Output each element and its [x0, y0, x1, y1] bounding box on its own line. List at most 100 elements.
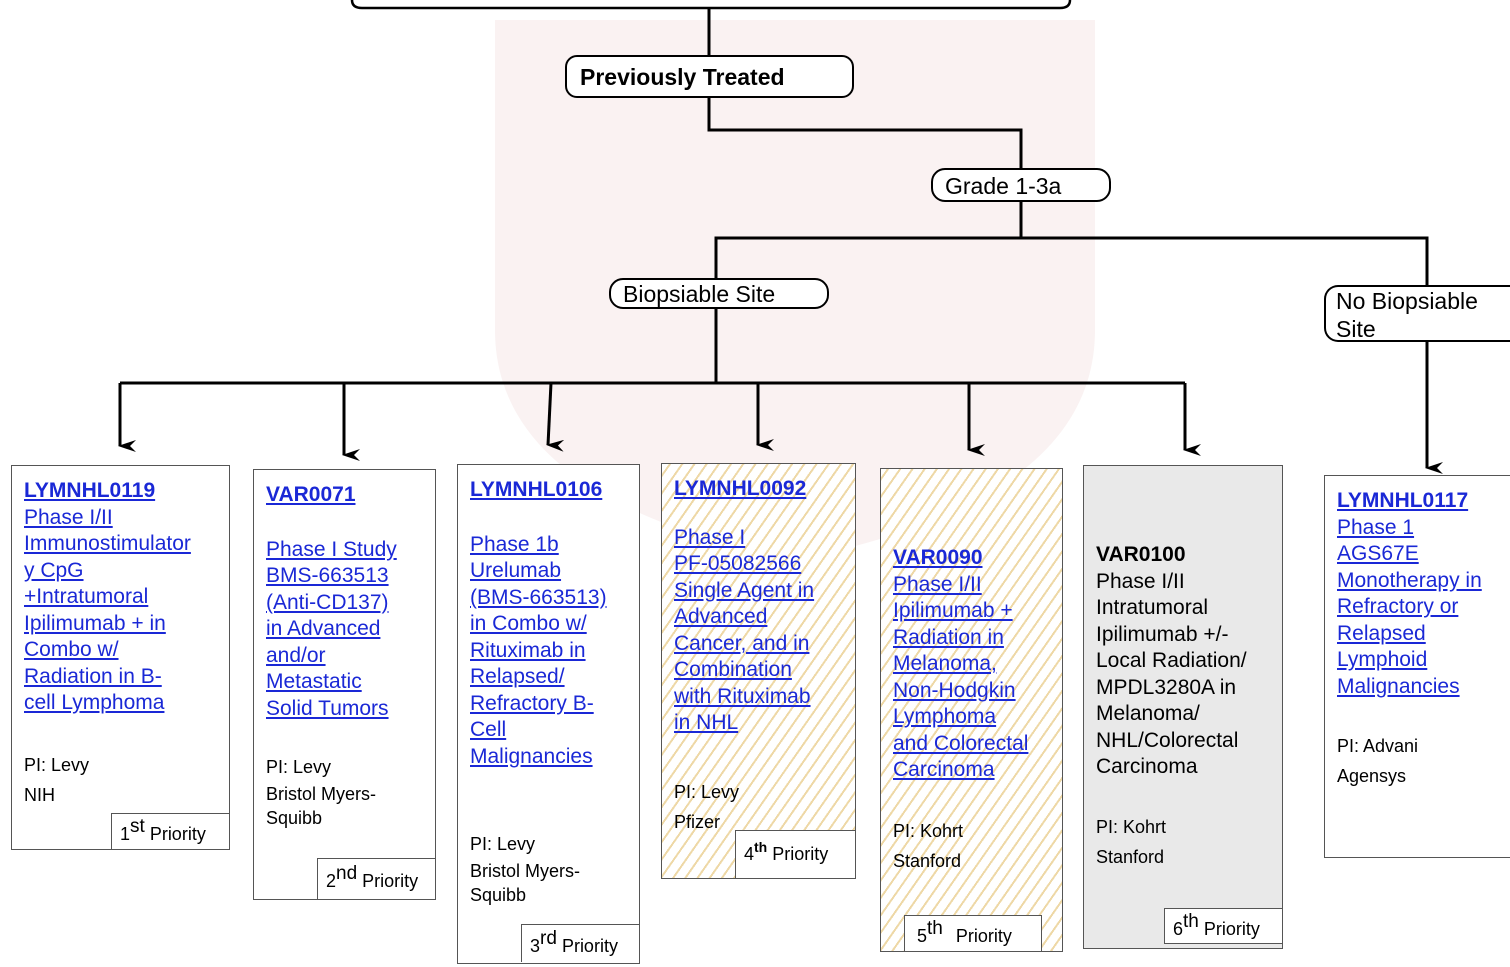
title-line: Urelumab: [470, 559, 562, 582]
trial-id-link[interactable]: LYMNHL0106: [470, 478, 603, 501]
title-line: Phase 1: [1337, 515, 1415, 539]
pi-name: PI: Levy: [674, 782, 740, 802]
sponsor: Pfizer: [674, 812, 721, 832]
pi-block: PI: Levy Bristol Myers- Squibb: [470, 829, 580, 907]
trial-title-link[interactable]: Phase 1b Urelumab (BMS-663513) in Combo …: [470, 532, 639, 771]
trial-id-link[interactable]: LYMNHL0092: [674, 477, 807, 500]
pi-name: PI: Levy: [24, 755, 90, 775]
pi-name: PI: Kohrt: [1096, 817, 1167, 837]
title-line: Combination: [674, 658, 792, 681]
priority-badge: 6th Priority: [1164, 908, 1282, 944]
priority-number: 5: [917, 926, 928, 946]
title-line: Combo w/: [24, 638, 119, 661]
pi-name: PI: Kohrt: [893, 821, 964, 841]
trial-title: Phase I/II Intratumoral Ipilimumab +/- L…: [1096, 569, 1282, 781]
trial-card-var0090: VAR0090 Phase I/II Ipilimumab + Radiatio…: [880, 468, 1063, 952]
no-biopsiable-site-node: No Biopsiable Site: [1324, 285, 1510, 342]
title-line: Local Radiation/: [1096, 649, 1247, 672]
title-line: Monotherapy in: [1337, 568, 1482, 592]
title-line: Ipilimumab +/-: [1096, 622, 1229, 646]
title-line: Solid Tumors: [266, 696, 389, 720]
title-line: (Anti-CD137): [266, 590, 389, 614]
trial-title-link[interactable]: Phase I PF-05082566 Single Agent in Adva…: [674, 525, 855, 737]
grade-node: Grade 1-3a: [931, 168, 1111, 202]
priority-suffix: rd: [540, 928, 557, 949]
priority-number: 3: [530, 936, 541, 956]
trial-card-lymnhl0106: LYMNHL0106 Phase 1b Urelumab (BMS-663513…: [457, 464, 640, 964]
priority-word: Priority: [772, 844, 829, 864]
title-line: and/or: [266, 643, 326, 667]
trial-card-lymnhl0117: LYMNHL0117 Phase 1 AGS67E Monotherapy in…: [1324, 475, 1510, 858]
pi-block: PI: Levy NIH: [24, 750, 89, 810]
priority-word: Priority: [955, 926, 1012, 946]
sponsor: Stanford: [893, 851, 962, 871]
trial-id: VAR0100: [1096, 543, 1186, 566]
trial-id-link[interactable]: VAR0090: [893, 546, 983, 569]
title-line: Relapsed/: [470, 665, 565, 688]
title-line: MPDL3280A in: [1096, 675, 1237, 699]
pi-block: PI: Kohrt Stanford: [1096, 812, 1166, 872]
sponsor: Bristol Myers-: [470, 861, 581, 881]
priority-number: 2: [326, 871, 337, 891]
title-line: Phase I/II: [893, 572, 982, 596]
trial-card-var0100: VAR0100 Phase I/II Intratumoral Ipilimum…: [1083, 465, 1283, 949]
trial-id-link[interactable]: VAR0071: [266, 483, 356, 506]
title-line: (BMS-663513): [470, 585, 607, 609]
priority-badge: 3rd Priority: [521, 924, 639, 962]
title-line: y CpG: [24, 558, 84, 582]
title-line: Cancer, and in: [674, 631, 810, 655]
priority-badge: 2nd Priority: [317, 858, 435, 899]
title-line: Relapsed: [1337, 621, 1426, 645]
pi-block: PI: Kohrt Stanford: [893, 816, 963, 876]
sponsor: Squibb: [266, 808, 323, 828]
priority-word: Priority: [149, 824, 206, 844]
priority-word: Priority: [561, 936, 618, 956]
trial-title-link[interactable]: Phase 1 AGS67E Monotherapy in Refractory…: [1337, 515, 1510, 701]
priority-word: Priority: [362, 871, 419, 891]
priority-word: Priority: [1203, 919, 1260, 939]
trial-id-link[interactable]: LYMNHL0119: [24, 479, 156, 502]
sponsor: Squibb: [470, 885, 527, 905]
title-line: Single Agent in: [674, 578, 815, 602]
title-line: Ipilimumab + in: [24, 611, 166, 635]
trial-card-lymnhl0092: LYMNHL0092 Phase I PF-05082566 Single Ag…: [661, 463, 856, 879]
previously-treated-node: Previously Treated: [565, 55, 854, 98]
trial-id-link[interactable]: LYMNHL0117: [1337, 489, 1469, 512]
title-line: cell Lymphoma: [24, 691, 165, 714]
biopsiable-site-node: Biopsiable Site: [609, 278, 829, 309]
title-line: Carcinoma: [893, 758, 995, 781]
title-line: Cell: [470, 718, 507, 741]
title-line: Malignancies: [1337, 674, 1460, 698]
title-line: in NHL: [674, 711, 739, 734]
pi-block: PI: Levy Pfizer: [674, 777, 739, 837]
title-line: Phase I/II: [24, 505, 113, 529]
priority-number: 1: [120, 824, 131, 844]
title-line: Carcinoma: [1096, 755, 1198, 778]
title-line: Phase I/II: [1096, 569, 1185, 593]
priority-number: 6: [1173, 919, 1184, 939]
trial-title-link[interactable]: Phase I/II Immunostimulator y CpG +Intra…: [24, 505, 229, 717]
priority-badge: 5th Priority: [904, 915, 1042, 951]
title-line: Ipilimumab +: [893, 599, 1013, 622]
priority-number: 4: [744, 844, 755, 864]
title-line: Melanoma,: [893, 652, 997, 675]
sponsor: Stanford: [1096, 847, 1165, 867]
trial-title-link[interactable]: Phase I Study BMS-663513 (Anti-CD137) in…: [266, 537, 435, 723]
no-biopsiable-label-line1: No Biopsiable: [1336, 288, 1478, 314]
priority-badge: 1st Priority: [111, 813, 229, 849]
title-line: Radiation in B-: [24, 664, 162, 688]
priority-suffix: nd: [336, 863, 358, 884]
trial-title-link[interactable]: Phase I/II Ipilimumab + Radiation in Mel…: [893, 572, 1062, 784]
sponsor: NIH: [24, 785, 55, 805]
title-line: +Intratumoral: [24, 585, 149, 608]
biopsiable-site-label: Biopsiable Site: [623, 281, 776, 307]
pi-name: PI: Levy: [470, 834, 536, 854]
title-line: Phase I Study: [266, 537, 397, 561]
title-line: Melanoma/: [1096, 702, 1200, 725]
pi-block: PI: Levy Bristol Myers- Squibb: [266, 752, 376, 830]
title-line: Lymphoid: [1337, 648, 1428, 671]
title-line: NHL/Colorectal: [1096, 728, 1239, 752]
title-line: Lymphoma: [893, 705, 997, 728]
title-line: Advanced: [674, 605, 768, 628]
previously-treated-label: Previously Treated: [580, 64, 785, 90]
